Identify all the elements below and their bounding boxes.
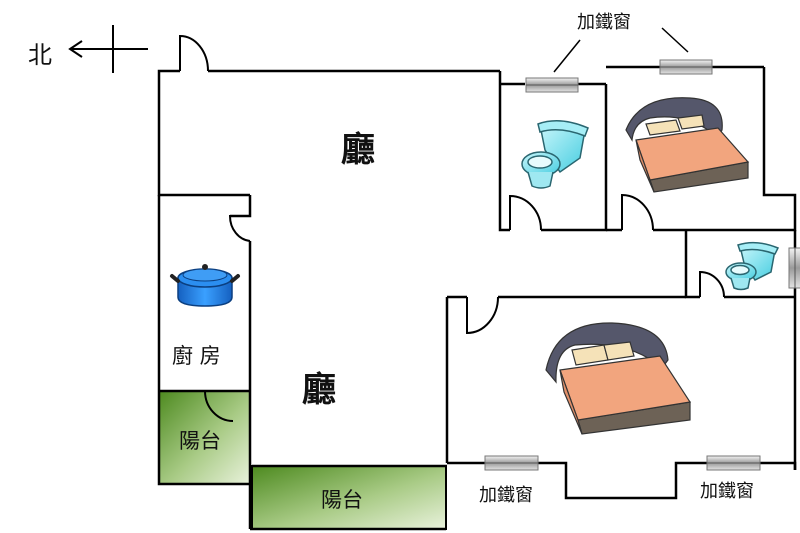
window-icon bbox=[484, 455, 539, 471]
window-icon bbox=[788, 247, 800, 289]
toilet-icon bbox=[725, 241, 780, 291]
window-icon bbox=[706, 455, 761, 471]
room-label-living-main: 廳 bbox=[302, 370, 336, 410]
room-label-kitchen: 廚 房 bbox=[172, 344, 221, 368]
toilet-icon bbox=[521, 120, 589, 189]
bed-icon bbox=[625, 97, 750, 193]
window-label-bottom-left: 加鐵窗 bbox=[479, 485, 533, 506]
room-label-balcony-left: 陽台 bbox=[179, 429, 221, 453]
window-icon bbox=[525, 77, 579, 93]
window-icon bbox=[659, 59, 713, 75]
cooking-pot-icon bbox=[170, 264, 240, 307]
balcony-bottom-area bbox=[251, 465, 447, 530]
bed-icon bbox=[545, 322, 692, 435]
window-label-top: 加鐵窗 bbox=[577, 12, 631, 33]
room-label-living-top: 廳 bbox=[341, 130, 375, 170]
window-label-bottom-right: 加鐵窗 bbox=[700, 481, 754, 502]
north-arrow-icon bbox=[68, 25, 148, 73]
north-label: 北 bbox=[28, 41, 52, 69]
room-label-balcony-bottom: 陽台 bbox=[321, 488, 363, 512]
balcony-left-area bbox=[158, 390, 251, 485]
door-swing-icon bbox=[179, 34, 725, 422]
